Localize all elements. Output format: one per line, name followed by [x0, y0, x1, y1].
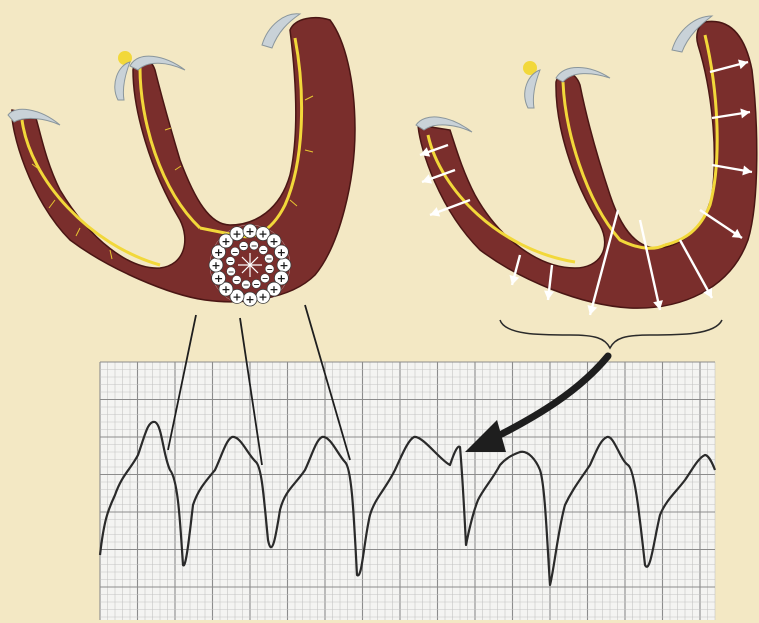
- left-heart-valve-leaflet-2: [130, 56, 185, 70]
- left-heart-myocardium: [12, 18, 355, 302]
- right-heart-valve-leaflet-3: [525, 70, 540, 108]
- negative-charge-sign: −: [266, 265, 273, 274]
- negative-charge-sign: −: [262, 274, 269, 283]
- left-heart-cross-section: ++++++++++++++++ −−−−−−−−−−−−: [8, 14, 355, 306]
- negative-charge-sign: −: [228, 267, 235, 276]
- ectopic-focus: ++++++++++++++++ −−−−−−−−−−−−: [209, 224, 291, 306]
- left-heart-valve-leaflet-3: [115, 62, 130, 100]
- right-heart-valve-leaflet-2: [556, 67, 610, 82]
- negative-charge-sign: −: [253, 280, 260, 289]
- positive-charge-sign: +: [211, 259, 220, 272]
- depolarization-arrowhead: [509, 275, 519, 285]
- depolarization-arrowhead: [587, 305, 597, 315]
- positive-charge-sign: +: [245, 293, 254, 306]
- positive-charge-sign: +: [214, 272, 223, 285]
- negative-charge-sign: −: [227, 257, 234, 266]
- negative-charge-sign: −: [251, 241, 258, 250]
- positive-charge-sign: +: [258, 228, 267, 241]
- positive-charge-sign: +: [269, 283, 278, 296]
- right-heart-myocardium: [418, 21, 757, 308]
- right-heart-cross-section: [416, 16, 757, 315]
- positive-charge-sign: +: [258, 290, 267, 303]
- negative-charge-sign: −: [243, 281, 250, 290]
- negative-charge-sign: −: [266, 255, 273, 264]
- right-heart-brace: [500, 320, 722, 348]
- negative-charge-sign: −: [233, 276, 240, 285]
- positive-charge-sign: +: [221, 235, 230, 248]
- positive-charge-sign: +: [277, 246, 286, 259]
- positive-charge-sign: +: [245, 225, 254, 238]
- ecg-strip: [100, 362, 715, 620]
- positive-charge-sign: +: [232, 290, 241, 303]
- negative-charge-sign: −: [240, 242, 247, 251]
- positive-charge-sign: +: [232, 228, 241, 241]
- positive-charge-sign: +: [279, 259, 288, 272]
- negative-charge-sign: −: [232, 248, 239, 257]
